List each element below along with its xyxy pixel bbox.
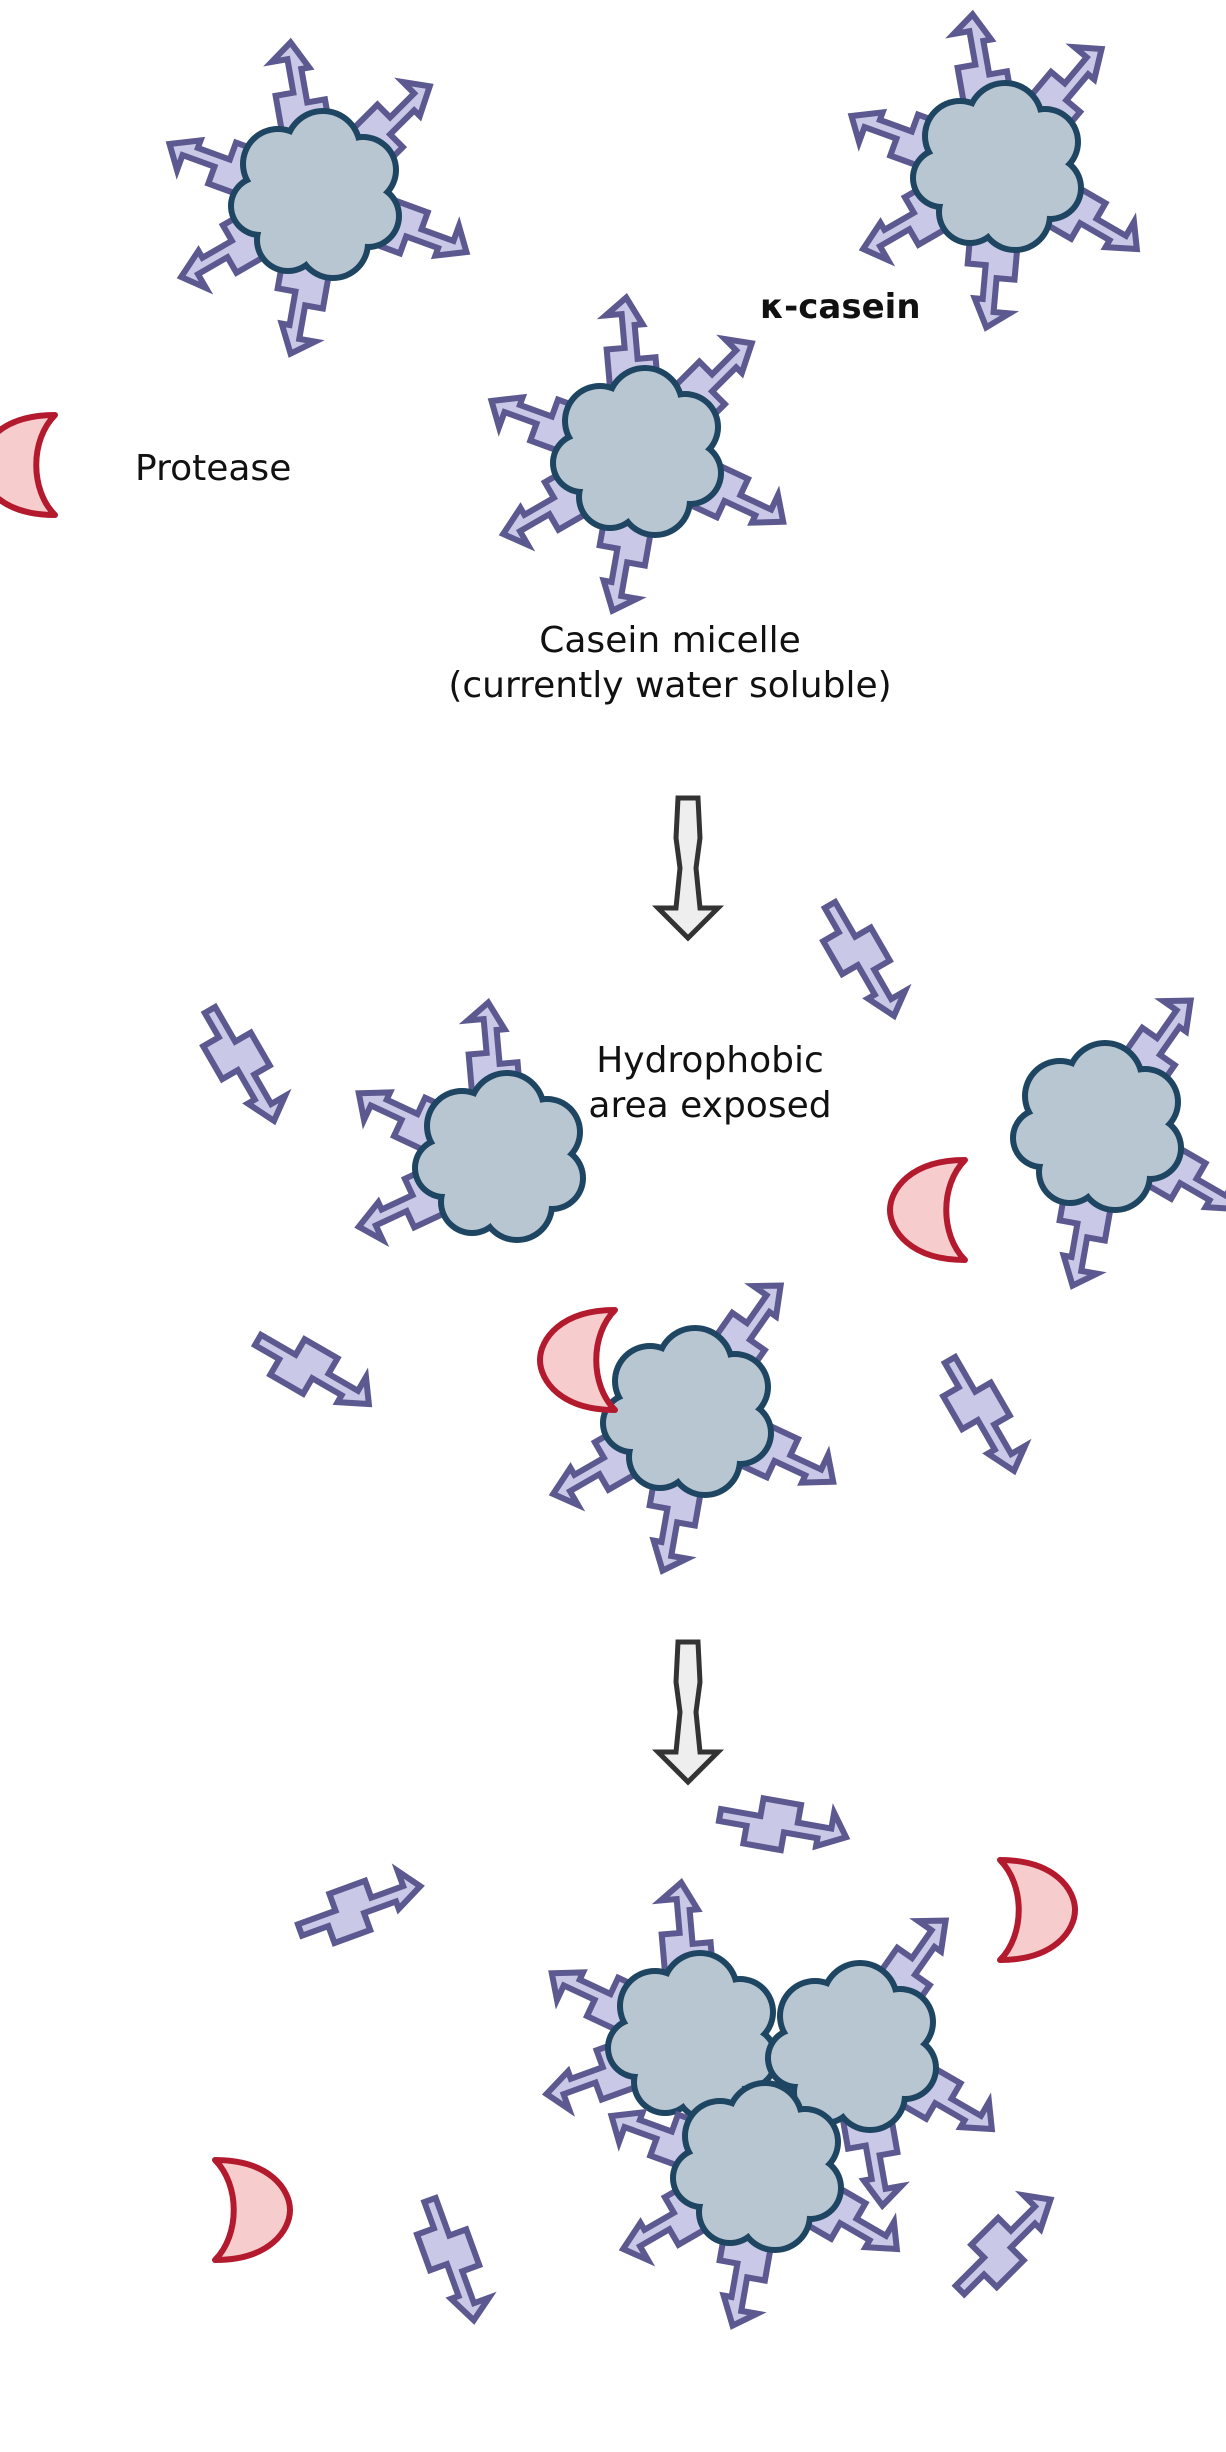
free-kappa-casein (819, 897, 912, 1021)
label-kappa-casein: κ-casein (760, 287, 921, 327)
protease-free-right (997, 1857, 1078, 1963)
casein-micelle-top-right (910, 80, 1084, 253)
casein-micelle-left-cleaved (412, 1070, 586, 1243)
free-kappa-casein (199, 1002, 292, 1126)
protease-legend (0, 412, 58, 518)
casein-micelle-center (550, 365, 724, 538)
free-kappa-casein (413, 2194, 497, 2325)
casein-micelle-top-left (228, 108, 402, 281)
free-kappa-casein (250, 1330, 373, 1408)
label-water-soluble: (currently water soluble) (448, 665, 891, 706)
free-kappa-casein (294, 1863, 425, 1947)
free-kappa-casein (715, 1794, 851, 1854)
label-protease: Protease (135, 448, 291, 489)
label-casein-micelle: Casein micelle (539, 620, 801, 661)
casein-micelle-aggregate-2 (765, 1960, 939, 2133)
free-kappa-casein (939, 1352, 1032, 1476)
casein-micelle-aggregate-3 (670, 2080, 844, 2253)
casein-micelle-aggregate-1 (605, 1950, 779, 2123)
protease-free-left (212, 2157, 293, 2263)
process-arrow-2 (651, 1639, 725, 1786)
protease-bound-left (537, 1307, 618, 1413)
protease-bound-right (887, 1157, 968, 1263)
label-hydrophobic: Hydrophobic (596, 1040, 824, 1081)
free-kappa-casein (951, 2190, 1055, 2299)
process-arrow-1 (651, 795, 725, 942)
casein-micelle-bottom-cleaved (600, 1325, 774, 1498)
casein-micelle-right-cleaved (1010, 1040, 1184, 1213)
label-area-exposed: area exposed (588, 1085, 831, 1126)
